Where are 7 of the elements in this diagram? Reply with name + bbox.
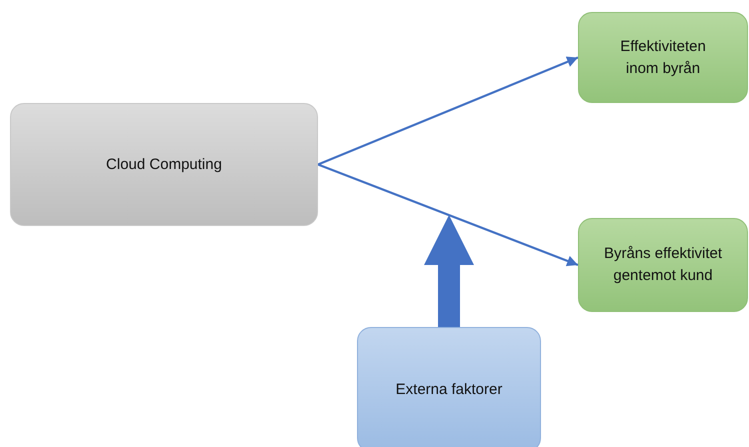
- thick-arrow: [424, 215, 474, 327]
- arrow: [318, 163, 578, 266]
- factor-box: Externa faktorer: [357, 327, 541, 447]
- outcome-box: Effektiviteten inom byrån: [578, 12, 748, 103]
- outcome-box: Byråns effektivitet gentemot kund: [578, 218, 748, 312]
- process-box: Cloud Computing: [10, 103, 318, 226]
- arrow: [318, 56, 578, 166]
